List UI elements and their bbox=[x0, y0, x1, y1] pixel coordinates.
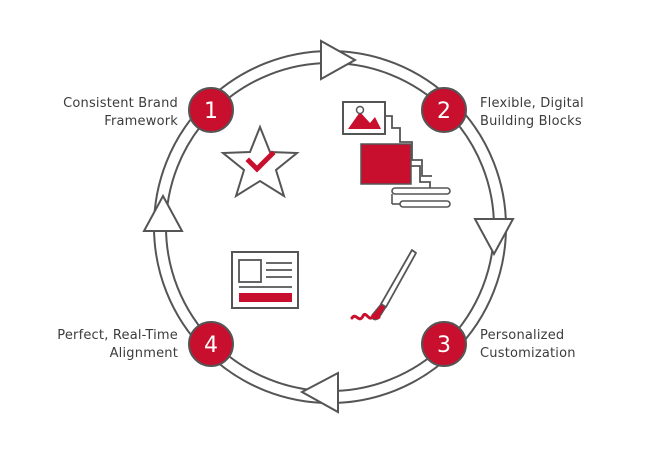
step-label-4-line-1: Perfect, Real-Time bbox=[57, 328, 178, 343]
step-label-1: Consistent Brand Framework bbox=[63, 95, 178, 131]
step-label-2-line-1: Flexible, Digital bbox=[480, 96, 584, 111]
cycle-arrows bbox=[142, 39, 515, 414]
star-check-icon bbox=[220, 124, 300, 199]
step-label-3-line-1: Personalized bbox=[480, 328, 565, 343]
step-number-2: 2 bbox=[437, 99, 451, 124]
building-blocks-icon bbox=[342, 101, 451, 208]
step-label-2: Flexible, Digital Building Blocks bbox=[480, 95, 584, 131]
arrow-top-icon bbox=[320, 39, 358, 81]
paintbrush-icon bbox=[350, 249, 417, 321]
document-layout-icon bbox=[231, 251, 299, 309]
arrow-left-icon bbox=[142, 193, 184, 232]
arrow-bottom-icon bbox=[299, 371, 339, 414]
step-label-3: Personalized Customization bbox=[480, 327, 576, 363]
arrow-right-icon bbox=[473, 218, 515, 257]
step-label-4: Perfect, Real-Time Alignment bbox=[57, 327, 178, 363]
step-label-4-line-2: Alignment bbox=[109, 346, 178, 361]
step-badge-2: 2 bbox=[421, 87, 467, 133]
step-number-1: 1 bbox=[204, 99, 218, 124]
step-label-1-line-2: Framework bbox=[104, 114, 178, 129]
step-number-3: 3 bbox=[437, 333, 451, 358]
step-label-2-line-2: Building Blocks bbox=[480, 114, 582, 129]
step-label-3-line-2: Customization bbox=[480, 346, 576, 361]
step-number-4: 4 bbox=[204, 333, 218, 358]
step-label-1-line-1: Consistent Brand bbox=[63, 96, 178, 111]
step-badge-1: 1 bbox=[188, 87, 234, 133]
step-badge-4: 4 bbox=[188, 321, 234, 367]
step-badge-3: 3 bbox=[421, 321, 467, 367]
